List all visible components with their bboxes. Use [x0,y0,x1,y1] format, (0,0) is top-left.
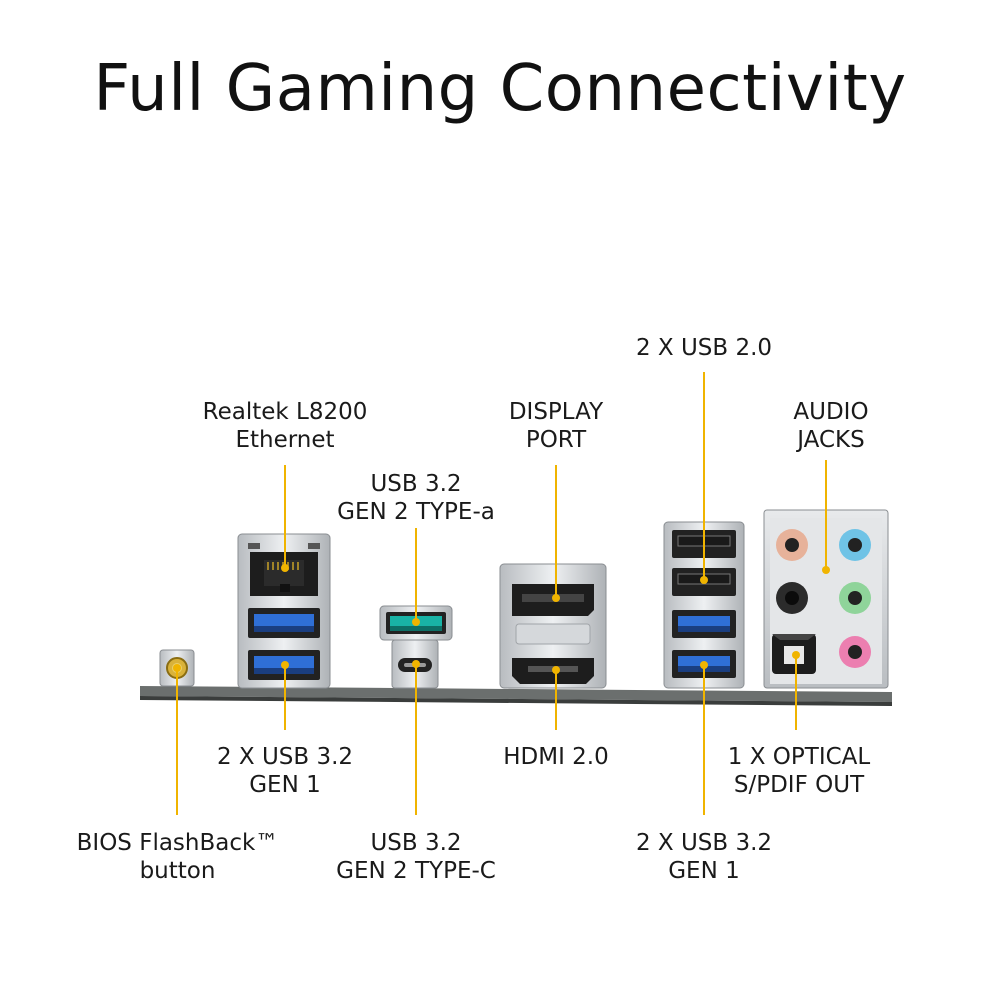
label-ethernet: Realtek L8200 Ethernet [185,398,385,454]
label-audio-jacks: AUDIO JACKS [766,398,896,454]
label-displayport: DISPLAY PORT [476,398,636,454]
leader-lines [173,372,830,815]
leader-displayport [552,465,560,602]
page-title: Full Gaming Connectivity [93,52,907,126]
leader-usb-typec [412,660,420,815]
label-displayport-line2: PORT [525,427,587,453]
label-ethernet-line1: Realtek L8200 [202,399,368,425]
label-optical-line1: 1 X OPTICAL [727,744,871,770]
label-usb-typea: USB 3.2 GEN 2 TYPE-a [326,470,506,526]
label-usb-typec: USB 3.2 GEN 2 TYPE-C [326,829,506,885]
motherboard-edge [140,686,892,706]
label-bios-line1: BIOS FlashBack™ [76,830,279,856]
label-audio-line2: JACKS [797,427,865,453]
leader-usb-typea [412,528,420,626]
audio-jack-green-icon [839,582,871,614]
label-usb-gen1-right: 2 X USB 3.2 GEN 1 [614,829,794,885]
audio-jack-pink-bottom-icon [839,636,871,668]
label-usb-gen1-right-line1: 2 X USB 3.2 [635,830,773,856]
label-hdmi-line1: HDMI 2.0 [503,744,609,770]
label-usb-typea-line2: GEN 2 TYPE-a [337,499,495,525]
label-ethernet-line2: Ethernet [235,427,335,453]
leader-bios [173,664,181,815]
leader-usb20 [700,372,708,584]
label-bios-flashback: BIOS FlashBack™ button [60,829,295,885]
label-usb-typec-line2: GEN 2 TYPE-C [336,858,496,884]
label-usb20: 2 X USB 2.0 [614,334,794,362]
label-audio-line1: AUDIO [793,399,869,425]
leader-ethernet [281,465,289,572]
usb3-port-upper-icon [248,608,320,638]
leader-usb-gen1-right [700,661,708,815]
label-optical: 1 X OPTICAL S/PDIF OUT [704,743,894,799]
label-usb-gen1-left: 2 X USB 3.2 GEN 1 [195,743,375,799]
leader-usb-gen1-left [281,661,289,730]
label-usb-gen1-left-line2: GEN 1 [249,772,321,798]
label-displayport-line1: DISPLAY [508,399,604,425]
label-usb20-line1: 2 X USB 2.0 [635,335,773,361]
label-usb-typec-line1: USB 3.2 [370,830,462,856]
leader-hdmi [552,666,560,730]
label-usb-gen1-right-line2: GEN 1 [668,858,740,884]
label-bios-line2: button [139,858,216,884]
label-optical-line2: S/PDIF OUT [733,772,865,798]
audio-jack-pink-top-icon [776,529,808,561]
leader-audio [822,460,830,574]
audio-jack-blue-icon [839,529,871,561]
leader-optical [792,651,800,730]
usb3-port-upper-right-icon [672,610,736,638]
label-usb-gen1-left-line1: 2 X USB 3.2 [216,744,354,770]
label-hdmi: HDMI 2.0 [476,743,636,771]
label-usb-typea-line1: USB 3.2 [370,471,462,497]
audio-jack-black-icon [776,582,808,614]
